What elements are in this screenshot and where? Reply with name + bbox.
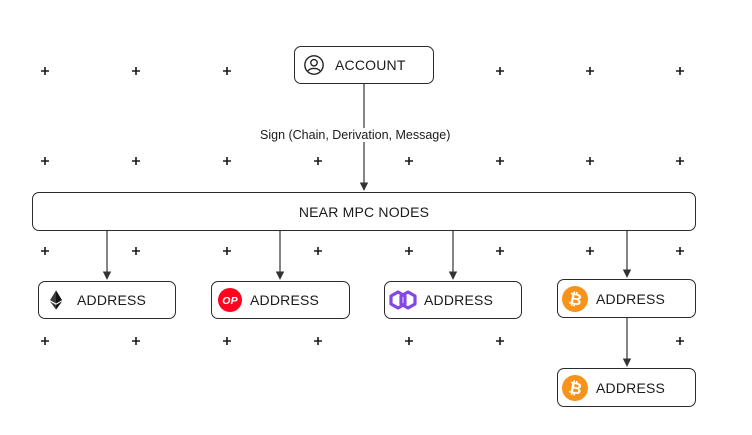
plus-marker — [314, 157, 322, 165]
sign-edge-label: Sign (Chain, Derivation, Message) — [258, 128, 453, 142]
plus-marker — [223, 157, 231, 165]
plus-marker — [132, 337, 140, 345]
grid-markers — [41, 67, 684, 345]
bitcoin-derived-address-label: ADDRESS — [596, 379, 666, 396]
user-circle-icon — [304, 55, 324, 75]
bitcoin-derived-address-node: ₿ ADDRESS — [557, 368, 696, 407]
plus-marker — [496, 337, 504, 345]
plus-marker — [676, 157, 684, 165]
plus-marker — [405, 337, 413, 345]
account-label: ACCOUNT — [335, 57, 406, 73]
plus-marker — [132, 157, 140, 165]
svg-text:₿: ₿ — [567, 377, 584, 398]
mpc-nodes-node: NEAR MPC NODES — [32, 192, 696, 231]
optimism-address-label: ADDRESS — [250, 292, 320, 308]
plus-marker — [496, 247, 504, 255]
svg-text:₿: ₿ — [567, 288, 584, 309]
plus-marker — [676, 337, 684, 345]
optimism-icon: OP — [218, 288, 242, 312]
account-node: ACCOUNT — [294, 46, 434, 84]
polygon-address-node: ADDRESS — [384, 281, 522, 319]
plus-marker — [41, 157, 49, 165]
polygon-icon — [389, 290, 417, 310]
plus-marker — [223, 337, 231, 345]
ethereum-icon — [50, 290, 62, 310]
polygon-address-label: ADDRESS — [424, 292, 494, 308]
ethereum-address-node: ADDRESS — [38, 281, 176, 319]
optimism-address-node: OP ADDRESS — [211, 281, 350, 319]
plus-marker — [676, 67, 684, 75]
plus-marker — [314, 247, 322, 255]
plus-marker — [132, 67, 140, 75]
plus-marker — [586, 67, 594, 75]
plus-marker — [41, 247, 49, 255]
plus-marker — [41, 337, 49, 345]
optimism-icon-text: OP — [222, 295, 238, 307]
plus-marker — [223, 67, 231, 75]
bitcoin-icon: ₿ — [562, 374, 588, 401]
plus-marker — [314, 337, 322, 345]
bitcoin-address-node: ₿ ADDRESS — [557, 279, 696, 318]
plus-marker — [496, 67, 504, 75]
plus-marker — [223, 247, 231, 255]
mpc-nodes-label: NEAR MPC NODES — [298, 203, 430, 220]
connectors — [102, 84, 632, 367]
bitcoin-icon: ₿ — [562, 285, 588, 312]
plus-marker — [586, 157, 594, 165]
plus-marker — [676, 247, 684, 255]
ethereum-address-label: ADDRESS — [77, 292, 147, 308]
plus-marker — [405, 247, 413, 255]
plus-marker — [586, 247, 594, 255]
plus-marker — [41, 67, 49, 75]
plus-marker — [132, 247, 140, 255]
bitcoin-address-label: ADDRESS — [596, 290, 666, 307]
plus-marker — [405, 157, 413, 165]
plus-marker — [496, 157, 504, 165]
